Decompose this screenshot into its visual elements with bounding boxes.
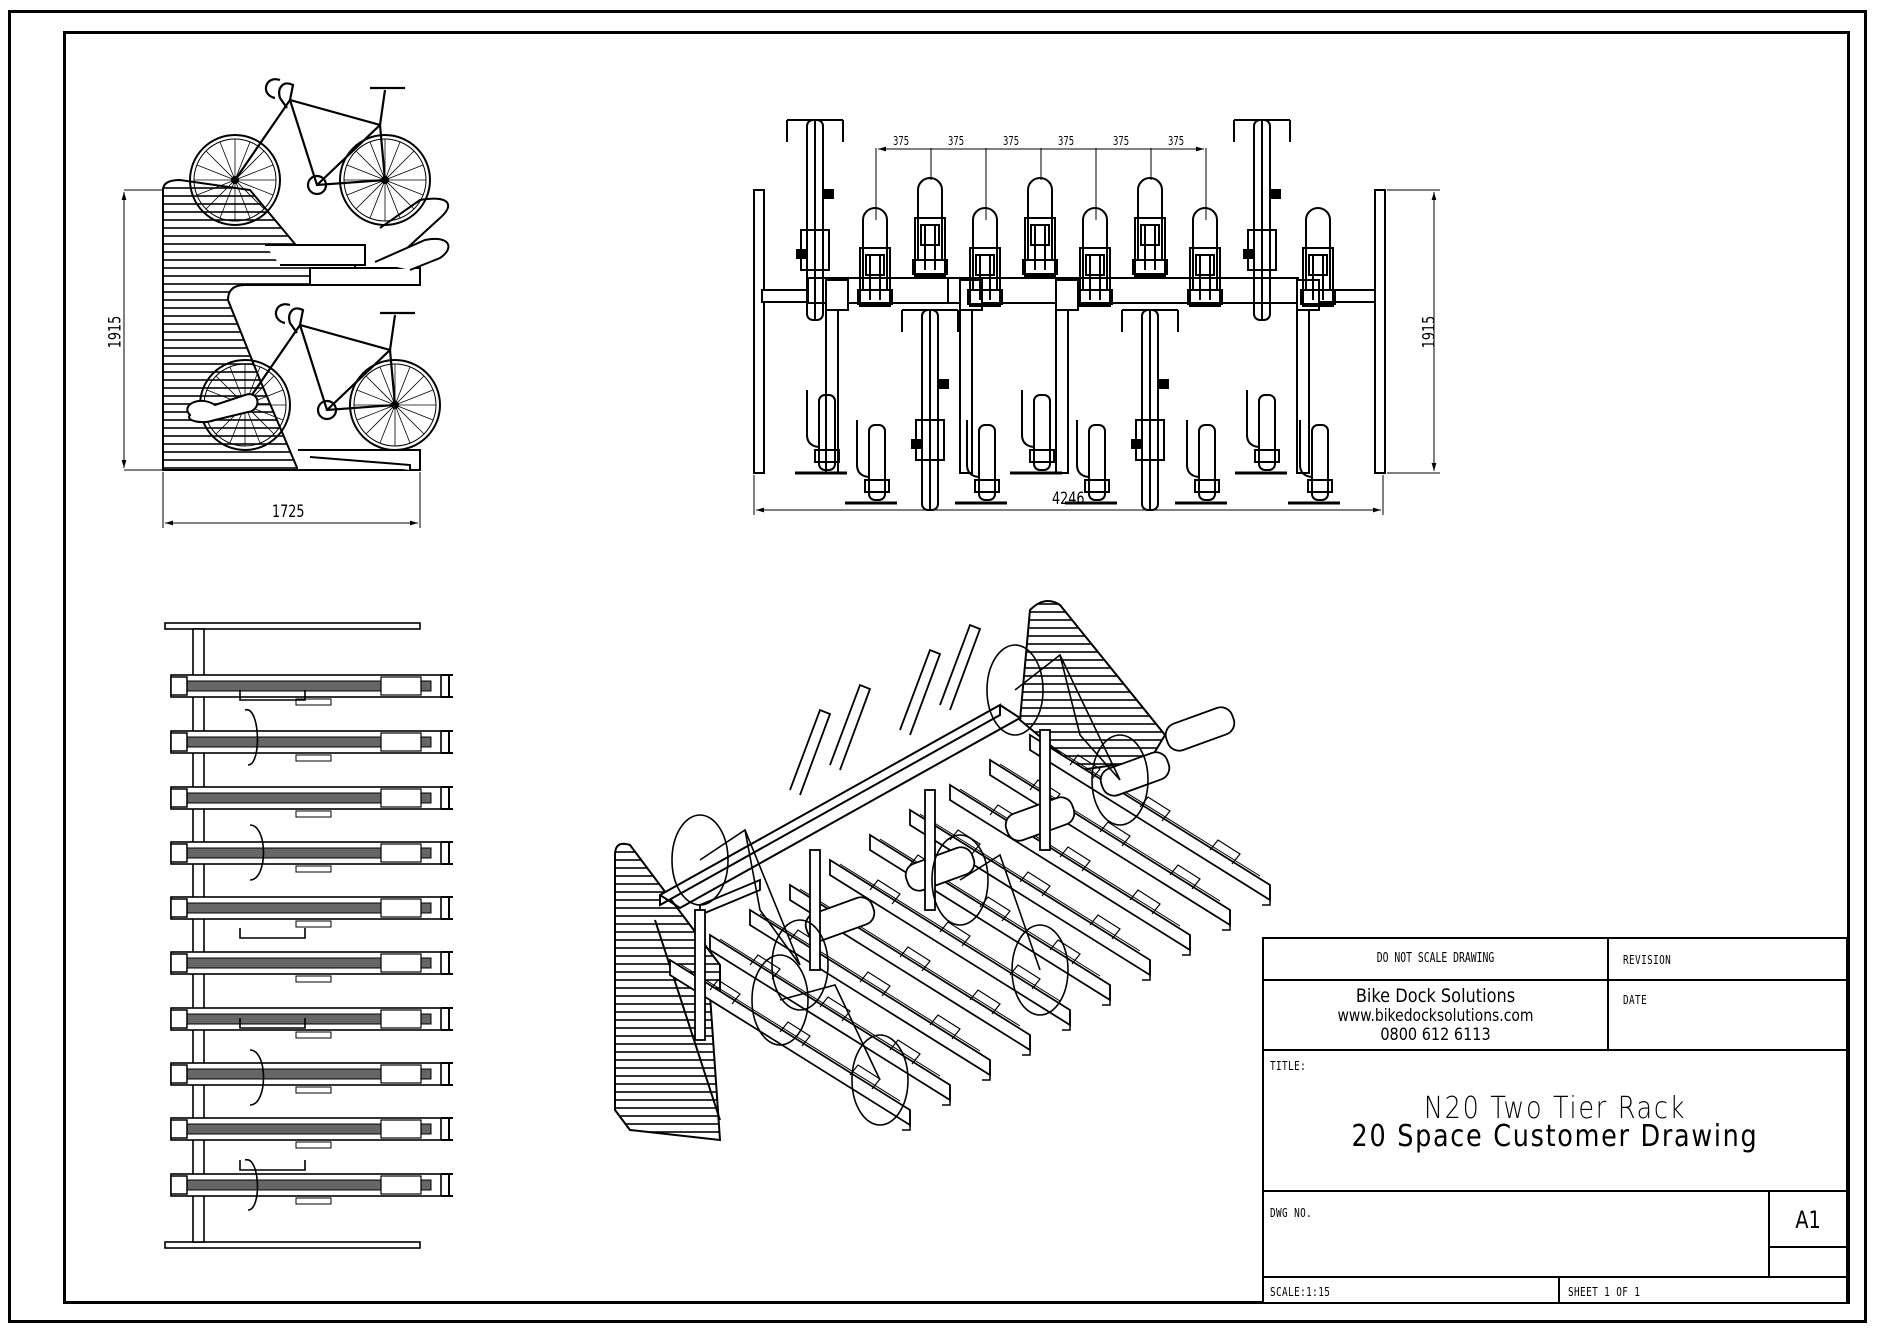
company-phone: 0800 612 6113 bbox=[1380, 1025, 1491, 1045]
drawing-title-line-2: 20 Space Customer Drawing bbox=[1351, 1119, 1759, 1154]
front-elevation-view bbox=[753, 119, 1440, 515]
company-name: Bike Dock Solutions bbox=[1355, 985, 1516, 1007]
title-cell: TITLE: N20 Two Tier Rack 20 Space Custom… bbox=[1262, 1049, 1848, 1192]
dwg-no-cell: DWG NO. bbox=[1262, 1190, 1770, 1278]
revision-cell: REVISION bbox=[1607, 937, 1848, 981]
spacing-dimension: 375 bbox=[948, 134, 965, 148]
date-cell: DATE bbox=[1607, 979, 1848, 1051]
sheet-size: A1 bbox=[1795, 1206, 1821, 1234]
front-height-dimension: 1915 bbox=[1419, 315, 1440, 349]
sheet-number: SHEET 1 OF 1 bbox=[1568, 1285, 1641, 1299]
spacing-dimension: 375 bbox=[893, 134, 910, 148]
sheet-number-cell: SHEET 1 OF 1 bbox=[1558, 1276, 1848, 1304]
title-block: DO NOT SCALE DRAWING REVISION Bike Dock … bbox=[1262, 937, 1848, 1304]
sheet-size-blank-cell bbox=[1768, 1246, 1848, 1278]
revision-label: REVISION bbox=[1623, 953, 1672, 967]
date-label: DATE bbox=[1623, 993, 1648, 1007]
sheet-size-cell: A1 bbox=[1768, 1190, 1848, 1248]
scale-cell: SCALE:1:15 bbox=[1262, 1276, 1560, 1304]
front-width-dimension: 4246 bbox=[1052, 489, 1085, 509]
company-website: www.bikedocksolutions.com bbox=[1337, 1006, 1534, 1026]
title-label: TITLE: bbox=[1270, 1059, 1307, 1073]
outer-sheet-border bbox=[8, 10, 1867, 1323]
drawing-title-line-1: N20 Two Tier Rack bbox=[1423, 1091, 1687, 1126]
company-cell: Bike Dock Solutions www.bikedocksolution… bbox=[1262, 979, 1609, 1051]
spacing-dimension: 375 bbox=[1168, 134, 1185, 148]
spacing-dimension: 375 bbox=[1003, 134, 1020, 148]
side-width-dimension: 1725 bbox=[272, 502, 305, 522]
dwg-no-label: DWG NO. bbox=[1270, 1206, 1313, 1220]
spacing-dimension: 375 bbox=[1058, 134, 1075, 148]
plan-view bbox=[164, 622, 454, 1249]
isometric-view bbox=[614, 600, 1271, 1142]
do-not-scale-warning: DO NOT SCALE DRAWING bbox=[1376, 951, 1495, 966]
warning-cell: DO NOT SCALE DRAWING bbox=[1262, 937, 1609, 981]
inner-drawing-frame bbox=[63, 31, 1850, 1304]
side-height-dimension: 1915 bbox=[105, 315, 126, 349]
side-elevation-view bbox=[121, 79, 450, 528]
spacing-dimension: 375 bbox=[1113, 134, 1130, 148]
scale-value: SCALE:1:15 bbox=[1270, 1285, 1331, 1299]
